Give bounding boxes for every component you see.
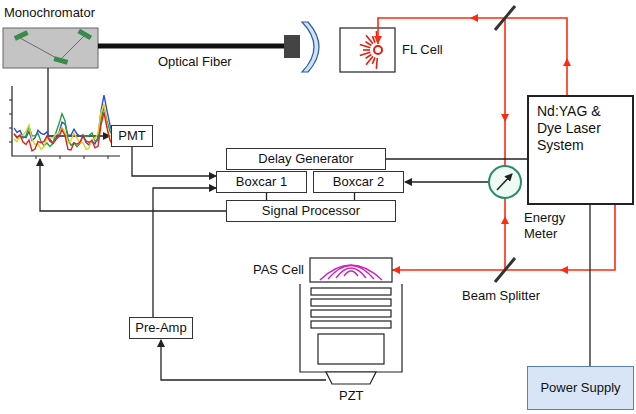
drawing-stroke [9,128,12,129]
drawing-stroke [84,156,85,159]
drawing-stroke [77,29,92,40]
drawing-stroke [372,57,375,63]
drawing-stroke [501,216,509,224]
drawing-stroke [14,30,29,40]
signal-connector [153,188,216,317]
signal-connector [266,193,267,200]
signal-connector [354,193,355,200]
drawing-stroke [108,156,109,159]
part-label: Energy Meter [524,210,576,241]
drawing-stroke [311,299,391,306]
box-label: Signal Processor [262,203,360,219]
process-box: Nd:YAG & Dye Laser System [527,95,634,205]
mirror [495,6,515,30]
drawing-stroke [9,100,12,101]
fl-cell [340,28,395,72]
drawing-stroke [376,58,379,69]
drawing-stroke [363,49,370,51]
drawing-stroke [311,310,391,317]
process-box: Delay Generator [226,148,386,170]
drawing-stroke [378,18,567,95]
lens [302,22,319,72]
part-label: PAS Cell [253,262,304,278]
drawing-stroke [311,288,391,295]
energy-meter [489,166,521,198]
drawing-stroke [12,86,120,156]
drawing-stroke [328,266,374,280]
drawing-stroke [336,268,366,278]
process-box: Power Supply [527,366,634,410]
part-label: Beam Splitter [462,288,540,304]
drawing-stroke [392,266,400,274]
drawing-stroke [405,181,488,182]
box-label: Delay Generator [258,151,353,167]
drawing-stroke [344,271,358,276]
optical-fiber [98,44,284,49]
pas-cell [310,258,392,282]
drawing-stroke [374,36,382,44]
drawing-stroke [14,95,116,151]
drawing-stroke [311,321,391,328]
drawing-stroke [320,265,382,280]
drawing-stroke [360,52,371,55]
fiber-connector [284,35,300,58]
process-box: Boxcar 1 [216,171,307,193]
spectrum-plot [9,86,120,159]
box-label: Boxcar 2 [333,174,384,190]
drawing-stroke [300,284,402,372]
beam-splitter [495,258,515,282]
drawing-stroke [9,100,108,159]
drawing-stroke [497,174,512,190]
fl-sample [374,46,382,54]
signal-connector [589,205,590,366]
part-label: Monochromator [4,5,95,21]
part-label: PZT [339,388,364,404]
drawing-stroke [489,166,521,198]
drawing-stroke [14,112,116,150]
drawing-stroke [310,258,392,282]
drawing-stroke [36,156,37,159]
monochromator [3,28,98,68]
box-label: Power Supply [540,380,620,396]
drawing-stroke [504,198,506,270]
drawing-stroke [470,14,478,22]
drawing-stroke [318,334,384,364]
drawing-stroke [20,36,84,60]
drawing-stroke [392,205,615,270]
box-label: PMT [118,128,145,144]
drawing-stroke [366,54,372,58]
drawing-stroke [360,44,371,47]
process-box: PMT [111,125,153,147]
drawing-stroke [501,114,509,122]
drawing-stroke [320,265,382,280]
part-label: Optical Fiber [158,54,232,70]
drawing-stroke [560,266,568,274]
drawing-stroke [504,18,506,166]
drawing-stroke [53,56,68,64]
drawing-stroke [9,142,12,143]
drawing-stroke [366,42,372,46]
box-label: Boxcar 1 [236,174,287,190]
drawing-stroke [326,372,376,384]
drawing-stroke [9,114,12,115]
signal-connector [132,147,216,176]
signal-connector [386,158,527,159]
drawing-stroke [40,159,226,211]
box-label: Nd:YAG & Dye Laser System [537,103,624,153]
drawing-stroke [60,156,61,159]
drawing-stroke [563,58,571,66]
drawing-stroke [161,340,326,380]
pzt-mount [300,284,402,384]
process-box: Pre-Amp [129,317,193,339]
part-label: FL Cell [402,42,443,58]
box-label: Pre-Amp [135,320,186,336]
process-box: Boxcar 2 [313,171,404,193]
process-box: Signal Processor [226,200,396,222]
drawing-stroke [3,28,98,68]
